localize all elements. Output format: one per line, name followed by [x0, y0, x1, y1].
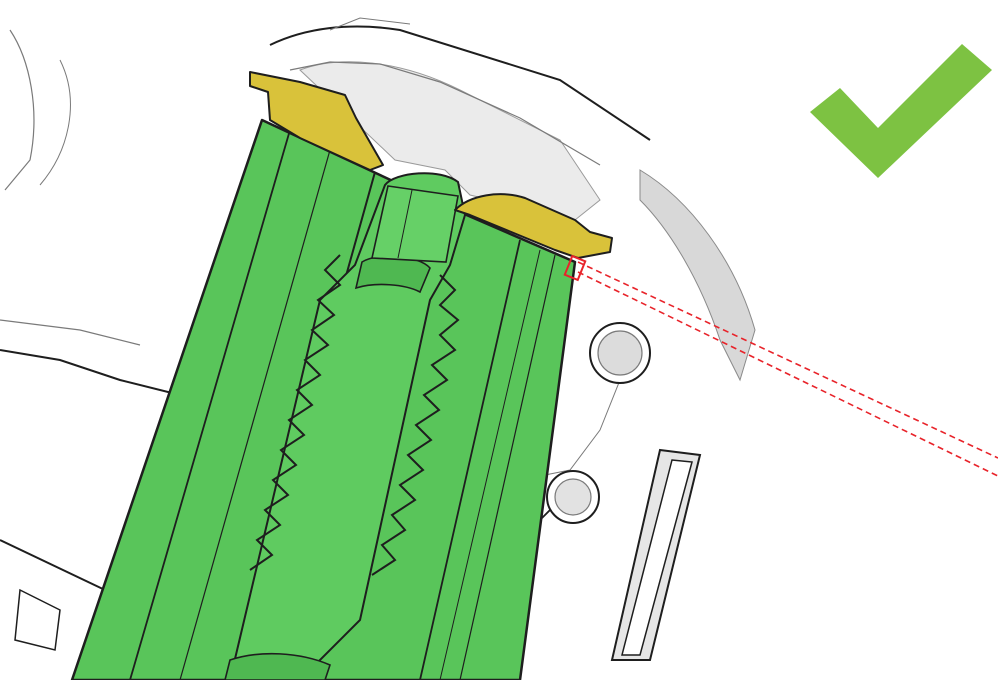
thread-right	[371, 274, 460, 576]
latch-left	[249, 71, 384, 171]
spindle-base	[224, 652, 331, 680]
hole-upper-inner	[597, 330, 643, 376]
guide-lines	[577, 261, 998, 477]
housing-slot-inner	[621, 459, 693, 656]
latch-right	[454, 193, 613, 259]
hole-lower-inner	[554, 478, 592, 516]
cartridge	[70, 118, 577, 680]
checkmark-icon	[810, 44, 992, 178]
housing-left-wing	[0, 0, 260, 210]
housing-shade-rim	[639, 169, 756, 382]
spindle-top	[371, 185, 459, 263]
housing-holes	[546, 322, 651, 524]
latches	[249, 71, 613, 259]
guide-line-lower	[577, 271, 998, 477]
thread-left	[249, 254, 342, 571]
housing-left-lower	[0, 255, 210, 430]
square-marker-icon	[563, 254, 587, 282]
housing-shading	[299, 61, 756, 661]
guide-line-upper	[577, 261, 998, 459]
spindle	[228, 172, 467, 680]
